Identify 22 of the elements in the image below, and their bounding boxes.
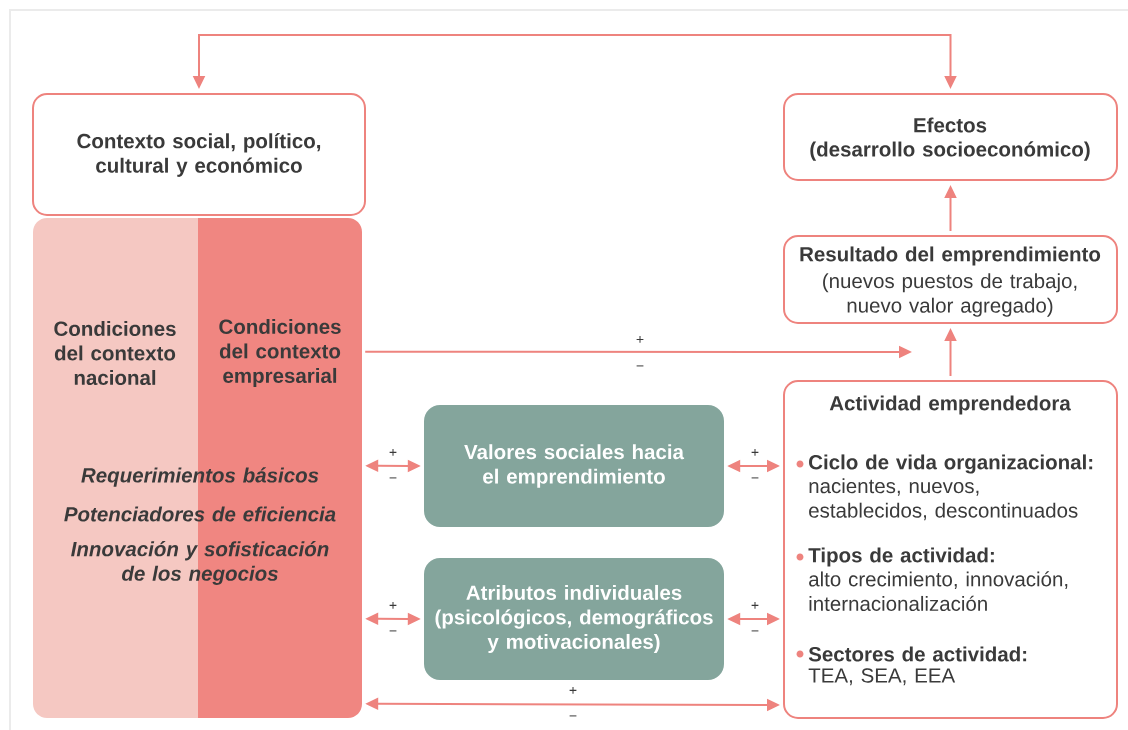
factor-box: Atributos individuales (psicológicos, demográficos y motivacionales)	[424, 558, 724, 680]
edge-label: +	[387, 600, 399, 612]
factor-label: Requerimientos básicos	[81, 467, 319, 487]
edge-label: +	[749, 447, 761, 459]
sign-label: −	[636, 365, 644, 367]
edge-label: +	[749, 600, 761, 612]
result-box: Resultado del emprendimiento (nuevos puestos de trabajo, nuevo valor agregado)	[783, 235, 1118, 324]
edge-label: +	[387, 447, 399, 459]
edge-label: +	[634, 334, 646, 346]
factor-label: Potenciadores de eficiencia	[64, 506, 336, 522]
effects-box: Efectos (desarrollo socioeconómico)	[783, 93, 1118, 181]
factor-box: Valores sociales hacia el emprendimiento	[424, 405, 724, 527]
sign-label: −	[389, 630, 397, 632]
context-box: Contexto social, político, cultural y económico	[32, 93, 366, 216]
sign-label: −	[751, 477, 759, 479]
sign-label: −	[389, 477, 397, 479]
node-label: Condiciones del contexto empresarial	[219, 318, 341, 388]
activity-box: Actividad emprendedora Ciclo de vida organizacional: nacientes, nuevos, establecidos, descontinuados Tipos de actividad: alto crecimiento, innovación, internacionalización Sectores de actividad: TEA, SEA, EEA	[783, 380, 1118, 719]
edge-label: +	[567, 685, 579, 697]
sign-label: −	[751, 630, 759, 632]
sign-label: −	[569, 715, 577, 717]
factor-label: Innovación y sofisticación de los negocios	[71, 541, 329, 585]
